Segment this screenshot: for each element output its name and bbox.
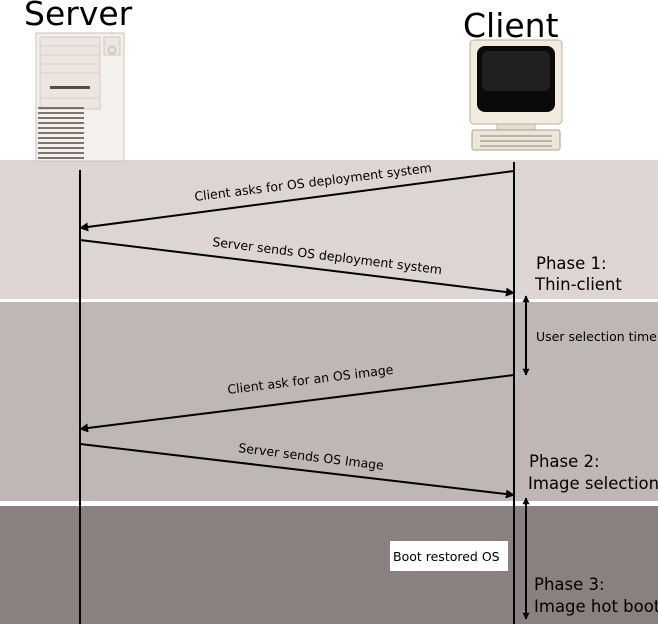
phase-3-subtitle: Image hot boot: [534, 597, 658, 616]
band-separator: [0, 299, 658, 302]
server-tower-icon: [35, 32, 125, 162]
message-arrow-1: [79, 170, 515, 232]
phase-3-title: Phase 3:: [534, 575, 605, 594]
boot-restored-box: [390, 541, 508, 571]
user-selection-time-note: User selection time: [536, 329, 657, 344]
message-arrow-3: [79, 374, 515, 433]
phase-2-band: [0, 302, 658, 501]
boot-restored-note: Boot restored OS: [393, 549, 500, 564]
phase-1-title: Phase 1:: [536, 254, 607, 273]
message-arrow-2: [79, 239, 515, 297]
phase-2-title: Phase 2:: [529, 452, 600, 471]
phase-1-band: [0, 160, 658, 299]
phase-1-subtitle: Thin-client: [534, 275, 622, 294]
phase-3-band: [0, 506, 658, 624]
client-title: Client: [463, 6, 559, 45]
phase-2-subtitle: Image selection: [528, 474, 658, 493]
client-monitor-icon: [469, 39, 563, 151]
band-separator: [0, 501, 658, 506]
server-title: Server: [24, 0, 133, 33]
message-arrow-4: [79, 443, 515, 499]
